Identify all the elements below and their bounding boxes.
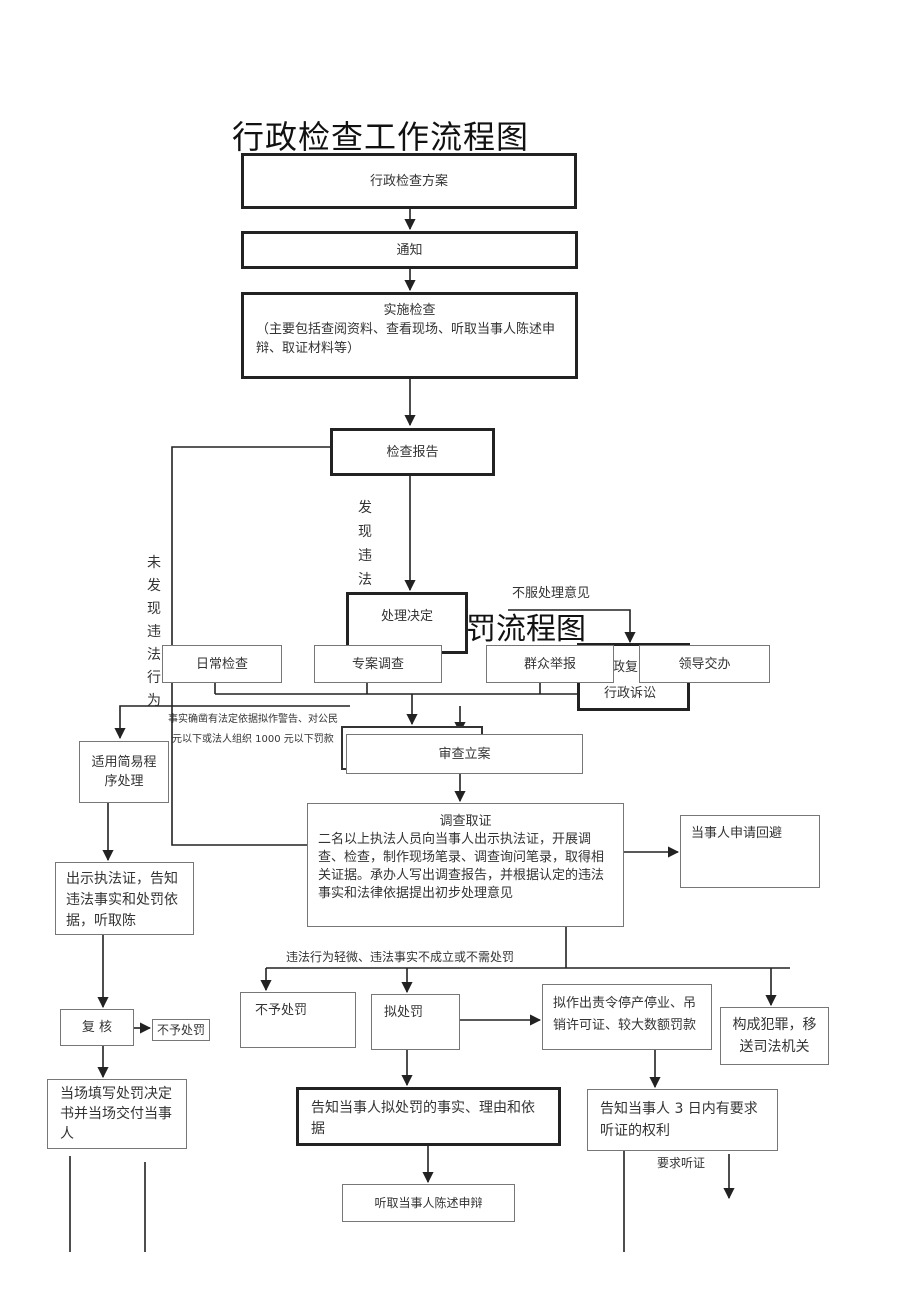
special-box: 专案调查 [314,645,442,683]
simple-note-2: 元以下或法人组织 1000 元以下罚款 [172,734,334,745]
request-hearing-label: 要求听证 [657,1156,706,1170]
hearing-right-label: 告知当事人 3 日内有要求听证的权利 [600,1101,758,1139]
litigation-label: 行政诉讼 [604,686,657,701]
crime-label: 构成犯罪，移送司法机关 [732,1017,817,1055]
notice-box: 通知 [241,231,578,269]
propose-box: 拟处罚 [371,994,460,1050]
no-punish-small-label: 不予处罚 [156,1022,205,1037]
show-cert-box: 出示执法证，告知违法事实和处罚依据，听取陈 [55,862,194,935]
on-site-label: 当场填写处罚决定书并当场交付当事人 [60,1086,172,1142]
notice-label: 通知 [396,242,423,258]
special-label: 专案调查 [351,656,404,672]
show-cert-label: 出示执法证，告知违法事实和处罚依据，听取陈 [66,871,178,929]
plan-box: 行政检查方案 [241,153,577,209]
no-punish-small-box: 不予处罚 [152,1019,210,1041]
leader-box: 领导交办 [639,645,770,683]
daily-box: 日常检查 [162,645,282,683]
statement-label: 听取当事人陈述申辩 [374,1195,483,1210]
not-found-label: 未发现违法行为 [147,555,161,709]
overlay-title: 罚流程图 [466,612,586,647]
implement-detail: （主要包括查阅资料、查看现场、听取当事人陈述申辩、取证材料等） [256,322,556,356]
investigate-title: 调查取证 [439,814,492,829]
recusal-label: 当事人申请回避 [691,826,783,841]
recheck-label: 复 核 [81,1020,113,1035]
inform-box: 告知当事人拟处罚的事实、理由和依据 [296,1087,561,1146]
register-label: 审查立案 [438,746,491,762]
statement-box: 听取当事人陈述申辩 [342,1184,515,1222]
report-box: 检查报告 [330,428,495,476]
mass-box: 群众举报 [486,645,614,683]
investigate-detail: 二名以上执法人员向当事人出示执法证，开展调查、检查，制作现场笔录、调查询问笔录，… [318,832,605,901]
simple-box: 适用简易程序处理 [79,741,169,803]
review-hidden-label: 政复 [612,660,639,675]
simple-note-1: 事实确凿有法定依据拟作警告、对公民 [168,714,338,725]
hearing-right-box: 告知当事人 3 日内有要求听证的权利 [587,1089,778,1151]
propose-big-box: 拟作出责令停产停业、吊销许可证、较大数额罚款 [542,984,712,1050]
disagree-label: 不服处理意见 [512,586,591,601]
implement-title: 实施检查 [383,303,436,318]
register-box: 审查立案 [346,734,583,774]
investigate-box: 调查取证 二名以上执法人员向当事人出示执法证，开展调查、检查，制作现场笔录、调查… [307,803,624,927]
no-punish-label: 不予处罚 [255,1003,308,1018]
decision-label: 处理决定 [380,609,433,624]
propose-big-label: 拟作出责令停产停业、吊销许可证、较大数额罚款 [553,996,697,1033]
no-punish-box: 不予处罚 [240,992,356,1048]
leader-label: 领导交办 [678,656,731,672]
implement-box: 实施检查 （主要包括查阅资料、查看现场、听取当事人陈述申辩、取证材料等） [241,292,578,379]
on-site-box: 当场填写处罚决定书并当场交付当事人 [47,1079,187,1149]
daily-label: 日常检查 [195,656,248,672]
report-label: 检查报告 [386,444,439,460]
minor-label: 违法行为轻微、违法事实不成立或不需处罚 [286,950,515,964]
simple-label: 适用简易程序处理 [91,755,157,789]
propose-label: 拟处罚 [384,1005,424,1020]
recusal-box: 当事人申请回避 [680,815,820,888]
inform-label: 告知当事人拟处罚的事实、理由和依据 [311,1100,535,1137]
plan-label: 行政检查方案 [369,173,448,189]
crime-box: 构成犯罪，移送司法机关 [720,1007,829,1065]
page-title: 行政检查工作流程图 [232,118,530,156]
mass-label: 群众举报 [523,656,576,672]
recheck-box: 复 核 [60,1009,134,1046]
